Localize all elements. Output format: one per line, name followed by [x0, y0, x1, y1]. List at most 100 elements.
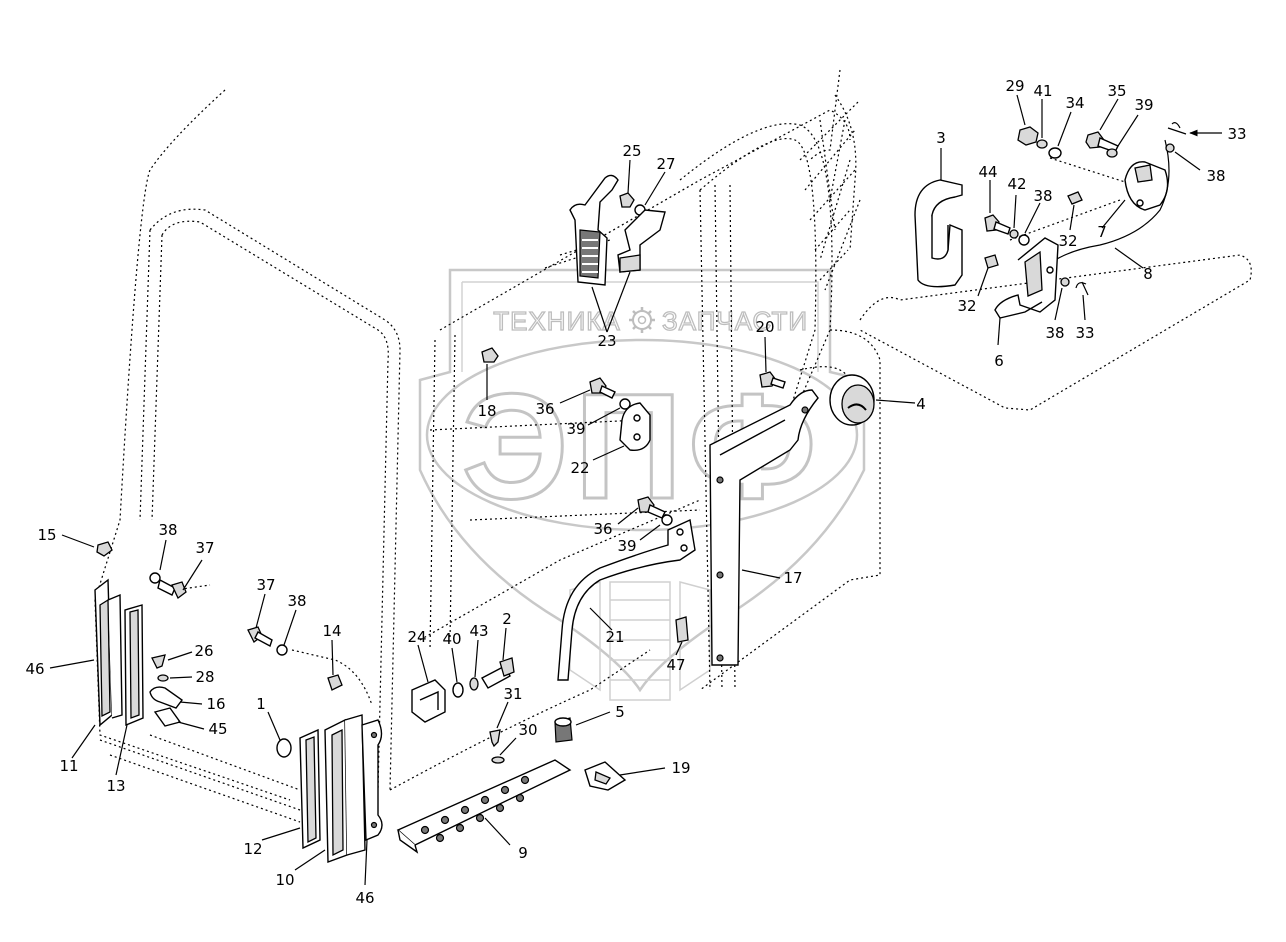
callout-21: 21: [605, 628, 624, 646]
callout-10: 10: [275, 871, 294, 889]
part-39-washer-top: [1106, 148, 1118, 158]
callout-25: 25: [622, 142, 641, 160]
callout-17: 17: [783, 569, 802, 587]
callout-23: 23: [597, 332, 616, 350]
callout-7: 7: [1097, 223, 1107, 241]
part-39-washer-upper: [619, 398, 631, 410]
callout-12: 12: [243, 840, 262, 858]
callout-45: 45: [208, 720, 227, 738]
part-39-washer-lower: [661, 514, 673, 526]
callout-39: 39: [566, 420, 585, 438]
part-13-rail: [124, 604, 144, 727]
part-45-plate: [153, 707, 182, 727]
callout-22: 22: [570, 459, 589, 477]
callout-33: 33: [1227, 125, 1246, 143]
callout-46: 46: [25, 660, 44, 678]
part-33-pin-top: [1167, 122, 1187, 135]
callout-46: 46: [355, 889, 374, 907]
callout-20: 20: [755, 318, 774, 336]
part-32-bolt-lower: [984, 254, 999, 269]
part-8-cable: [1039, 139, 1170, 271]
part-26-screw: [151, 654, 166, 669]
callout-35: 35: [1107, 82, 1126, 100]
callout-27: 27: [656, 155, 675, 173]
callout-2: 2: [502, 610, 512, 628]
callout-36: 36: [593, 520, 612, 538]
part-42-washer: [1009, 229, 1019, 239]
callout-1: 1: [256, 695, 266, 713]
callout-38: 38: [1033, 187, 1052, 205]
callout-13: 13: [106, 777, 125, 795]
callout-6: 6: [994, 352, 1004, 370]
part-41-washer: [1036, 139, 1048, 149]
cab-outline: [94, 69, 1252, 823]
part-20-bolt: [759, 371, 786, 389]
part-38-washer-left: [149, 572, 161, 584]
callout-5: 5: [615, 703, 625, 721]
part-9-plate: [396, 759, 572, 854]
callout-40: 40: [442, 630, 461, 648]
callout-33: 33: [1075, 324, 1094, 342]
part-38-washer-top: [1165, 143, 1175, 153]
part-17-lever-arm: [709, 389, 819, 666]
callout-37: 37: [256, 576, 275, 594]
callout-3: 3: [936, 129, 946, 147]
watermark-shield: [418, 268, 866, 693]
part-12-rail: [299, 728, 321, 850]
part-44-bolt: [984, 214, 1011, 235]
part-21-rod: [557, 518, 696, 681]
callout-14: 14: [322, 622, 341, 640]
part-29-nut: [1017, 126, 1039, 146]
callout-16: 16: [206, 695, 225, 713]
callout-26: 26: [194, 642, 213, 660]
part-37-bolt-left: [157, 578, 187, 600]
callout-39: 39: [617, 537, 636, 555]
callout-32: 32: [1058, 232, 1077, 250]
callout-38: 38: [1045, 324, 1064, 342]
part-30-washer: [491, 756, 505, 764]
part-22-plate: [619, 402, 651, 451]
callout-42: 42: [1007, 175, 1026, 193]
callout-8: 8: [1143, 265, 1153, 283]
callout-30: 30: [518, 721, 537, 739]
callout-28: 28: [195, 668, 214, 686]
part-38-washer-mid: [1018, 234, 1030, 246]
part-15-cap: [96, 541, 113, 557]
part-11-rail: [94, 578, 123, 727]
callout-38: 38: [158, 521, 177, 539]
part-38-washer-lower: [1060, 277, 1070, 287]
callout-15: 15: [37, 526, 56, 544]
leader-lines: [49, 94, 1222, 886]
callout-39: 39: [1134, 96, 1153, 114]
callout-47: 47: [666, 656, 685, 674]
part-31-screw: [489, 729, 501, 748]
callout-38: 38: [287, 592, 306, 610]
part-18-pin: [481, 347, 499, 363]
part-33-pin-lower: [1075, 281, 1089, 296]
part-46-plate-right: [361, 719, 383, 842]
watermark-tagline-right: ЗАПЧАСТИ: [662, 306, 808, 336]
part-5-joint: [554, 717, 573, 743]
callout-4: 4: [916, 395, 926, 413]
part-36-bolt-upper: [589, 377, 616, 399]
callout-36: 36: [535, 400, 554, 418]
callout-29: 29: [1005, 77, 1024, 95]
part-1-washer: [276, 738, 292, 758]
callout-11: 11: [59, 757, 78, 775]
callout-32: 32: [957, 297, 976, 315]
callout-9: 9: [518, 844, 528, 862]
part-38-washer-mid-left: [276, 644, 288, 656]
gear-icon: [629, 307, 655, 333]
part-32-bolt-upper: [1067, 191, 1083, 205]
part-40-washer: [452, 682, 464, 698]
part-47-clip: [675, 616, 689, 643]
part-25-bolt: [619, 192, 635, 208]
part-43-washer: [469, 677, 479, 691]
part-2-bolt: [481, 657, 515, 689]
callout-24: 24: [407, 628, 426, 646]
part-23-lever: [569, 174, 666, 286]
part-14-cap: [327, 674, 343, 691]
callout-34: 34: [1065, 94, 1084, 112]
callout-18: 18: [477, 402, 496, 420]
